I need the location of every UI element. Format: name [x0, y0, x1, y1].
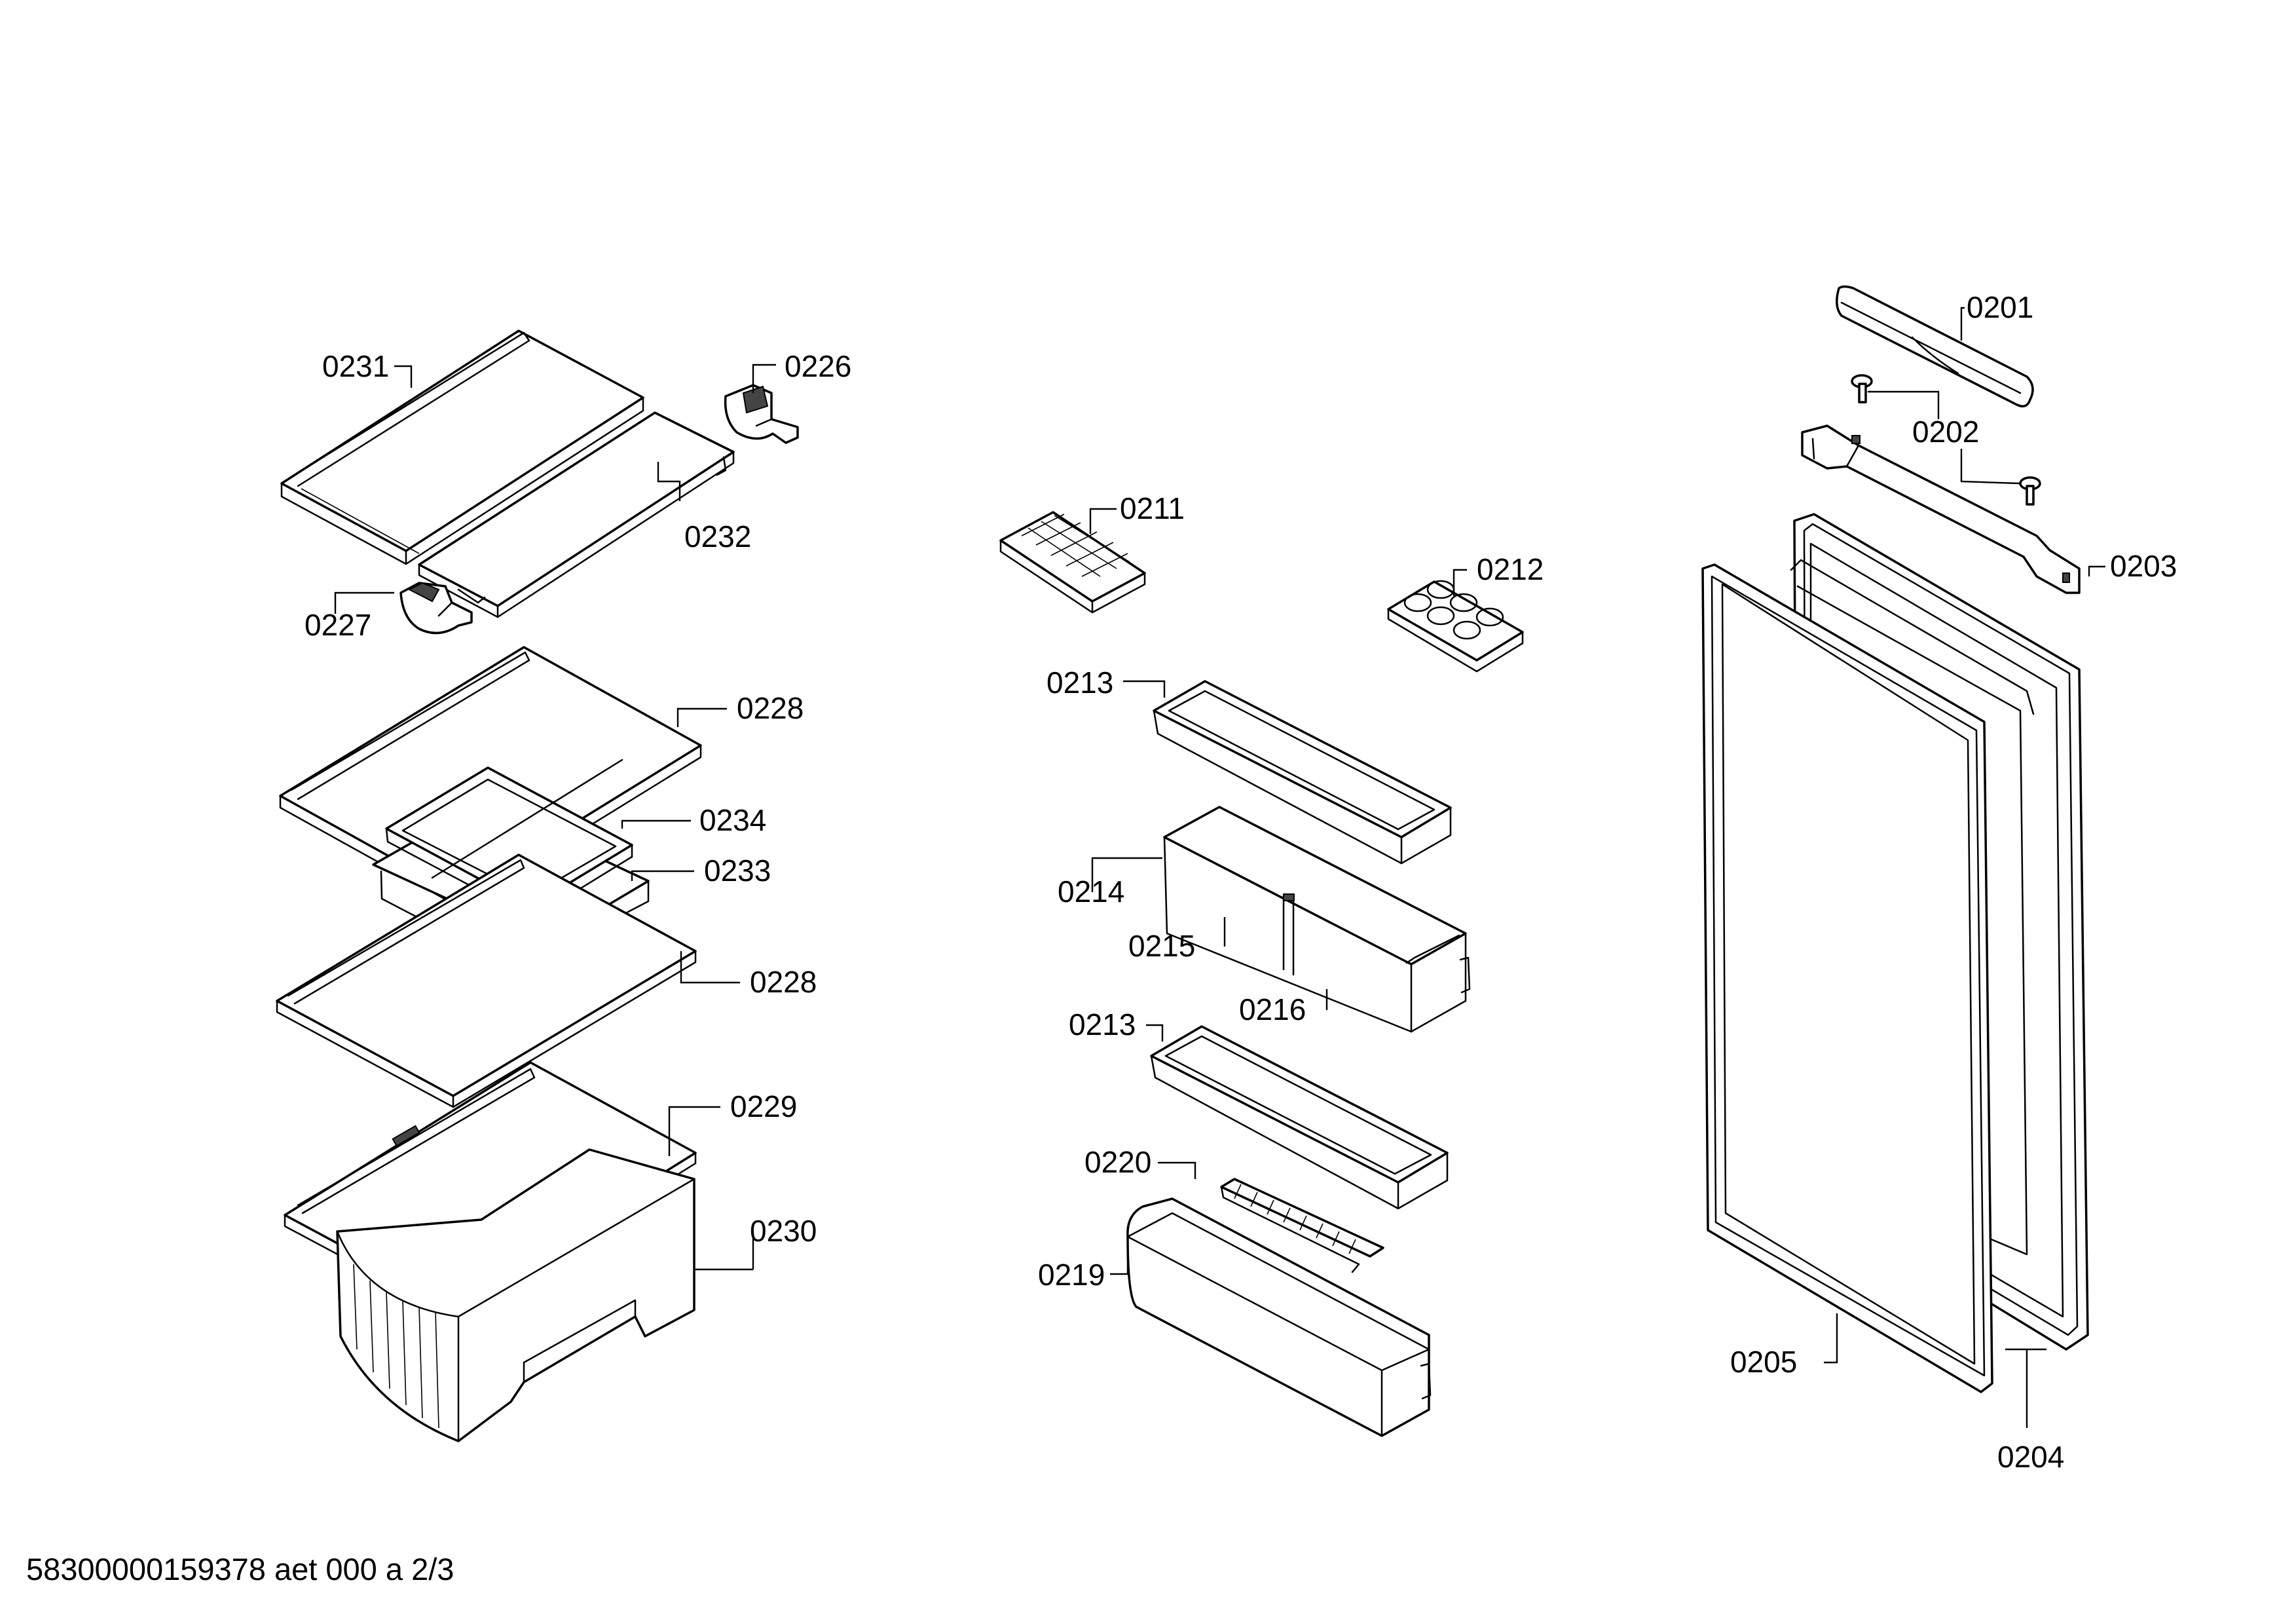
label-0213-lower: 0213	[1069, 1007, 1136, 1042]
label-0219: 0219	[1038, 1258, 1105, 1292]
screw-0202-a	[1851, 374, 1873, 404]
bracket-0227	[399, 582, 473, 635]
label-0230: 0230	[750, 1214, 817, 1248]
door-gasket-0205	[1701, 563, 1993, 1393]
vegetable-drawer-0230	[336, 1148, 695, 1442]
label-0234: 0234	[699, 803, 766, 837]
door-shelf-0213-upper	[1153, 680, 1452, 865]
shelf-0232	[418, 411, 735, 618]
document-code: 58300000159378 aet 000 a 2/3	[26, 1552, 454, 1586]
screw-0202-b	[2019, 476, 2041, 506]
label-0201: 0201	[1967, 290, 2033, 324]
label-0233: 0233	[704, 854, 771, 888]
label-0232: 0232	[684, 519, 751, 554]
label-0231: 0231	[322, 349, 389, 383]
label-0202: 0202	[1912, 415, 1979, 449]
egg-tray-0212	[1387, 580, 1524, 673]
label-0214: 0214	[1058, 874, 1124, 909]
label-0228-upper: 0228	[737, 691, 804, 725]
label-0212: 0212	[1477, 552, 1544, 586]
label-0215: 0215	[1128, 929, 1195, 963]
label-0203: 0203	[2110, 549, 2177, 583]
label-0220: 0220	[1084, 1145, 1151, 1179]
bottle-retainer-0220	[1220, 1178, 1384, 1273]
leader-lines	[334, 307, 2105, 1428]
label-0213-upper: 0213	[1046, 666, 1113, 700]
bottom-door-bin-0219	[1126, 1197, 1432, 1437]
ice-tray-0211	[999, 511, 1146, 614]
shelf-0228-lower	[276, 854, 697, 1108]
part-labels: 0231 0226 0232 0227 0228 0234 0233 0228 …	[305, 290, 2177, 1474]
label-0216: 0216	[1239, 992, 1306, 1026]
hinge-bracket-0203	[1801, 424, 2081, 594]
label-0205: 0205	[1730, 1345, 1797, 1379]
bottle-balcony-0214	[1163, 806, 1471, 1033]
label-0226: 0226	[785, 349, 851, 383]
label-0227: 0227	[305, 608, 371, 642]
shelf-0231	[280, 329, 644, 565]
label-0229: 0229	[730, 1089, 797, 1123]
door-shelf-0213-lower	[1150, 1025, 1449, 1210]
label-0211: 0211	[1120, 491, 1185, 525]
label-0204: 0204	[1997, 1440, 2064, 1474]
label-0228-lower: 0228	[750, 965, 817, 999]
handle-cap-0201	[1836, 285, 2034, 407]
bracket-0226	[724, 384, 799, 444]
